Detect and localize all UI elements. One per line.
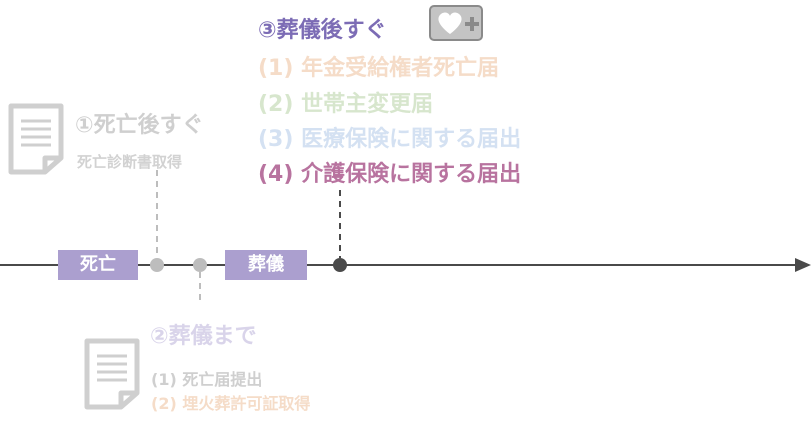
step2-item-1: (1) 死亡届提出 bbox=[151, 370, 263, 389]
step3-marker bbox=[333, 258, 347, 272]
step2-item-2: (2) 埋火葬許可証取得 bbox=[151, 394, 311, 413]
document-icon bbox=[8, 103, 64, 175]
timeline-arrowhead bbox=[795, 258, 811, 272]
death-event-label: 死亡 bbox=[80, 254, 116, 275]
step3-item-2: (2) 世帯主変更届 bbox=[258, 92, 434, 117]
death-event-box: 死亡 bbox=[58, 250, 138, 280]
step3-item-4: (4) 介護保険に関する届出 bbox=[258, 162, 522, 187]
step1-marker bbox=[150, 258, 164, 272]
step3-item-3: (3) 医療保険に関する届出 bbox=[258, 127, 522, 152]
document-icon bbox=[84, 338, 140, 410]
step3-title: ③葬儀後すぐ bbox=[258, 18, 387, 43]
funeral-event-box: 葬儀 bbox=[225, 250, 307, 280]
step1-item-1: 死亡診断書取得 bbox=[77, 153, 183, 171]
step3-item-1: (1) 年金受給権者死亡届 bbox=[258, 56, 500, 81]
health-card-icon bbox=[429, 5, 483, 41]
step1-title: ①死亡後すぐ bbox=[75, 113, 204, 138]
step2-title: ②葬儀まで bbox=[150, 324, 257, 349]
funeral-event-label: 葬儀 bbox=[248, 254, 284, 275]
step2-marker bbox=[193, 258, 207, 272]
